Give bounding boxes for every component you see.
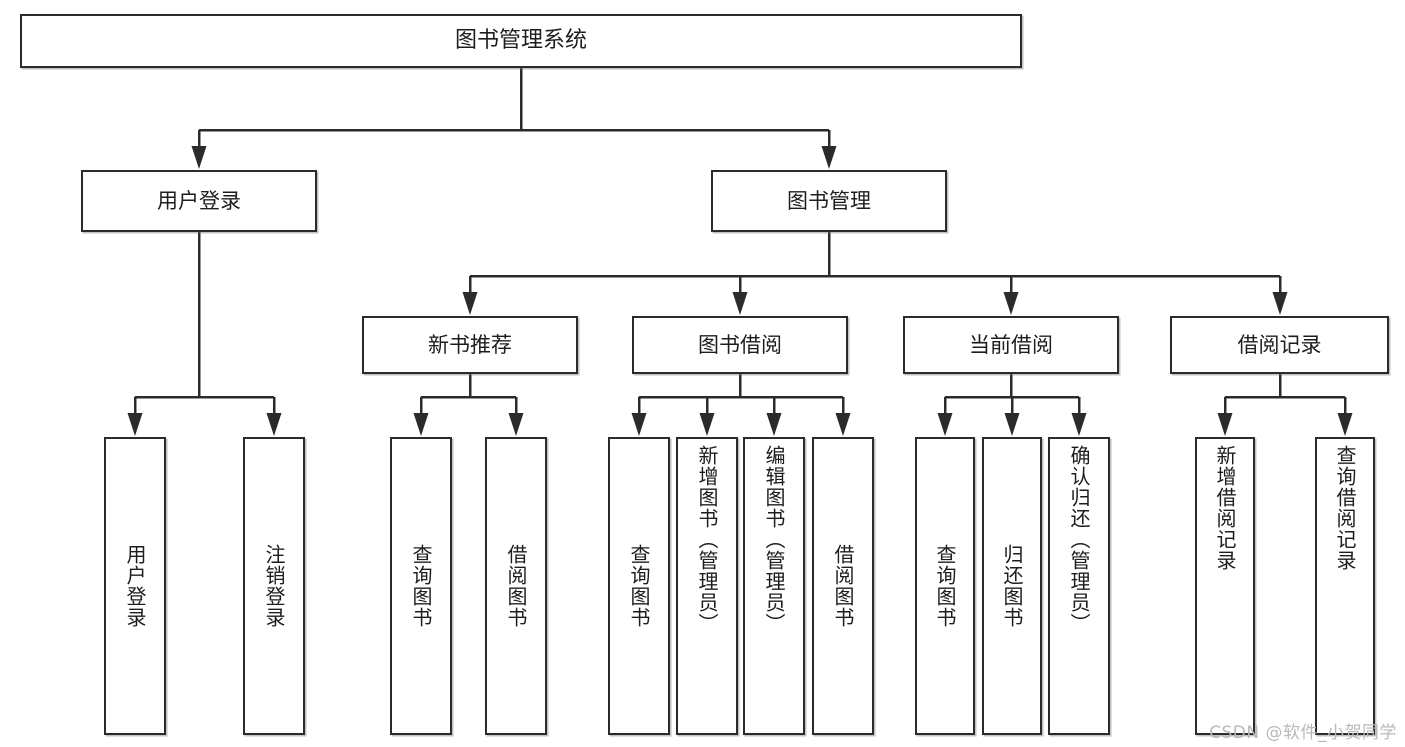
node-label: 注销登录: [262, 544, 286, 628]
edge-arrowhead: [1272, 292, 1288, 315]
edge-arrowhead: [699, 413, 715, 436]
node-root[interactable]: 图书管理系统: [20, 14, 1022, 68]
node-label: 查询图书: [627, 544, 651, 628]
watermark: CSDN @软件_小贺同学: [1209, 723, 1397, 743]
edge-arrowhead: [631, 413, 647, 436]
node-label: 编辑图书（管理员）: [762, 445, 786, 634]
edge-arrowhead: [835, 413, 851, 436]
edge-arrowhead: [1004, 413, 1020, 436]
node-label: 借阅图书: [831, 544, 855, 628]
node-leaf-add-book[interactable]: 新增图书（管理员）: [676, 437, 738, 735]
node-leaf-query-book-1[interactable]: 查询图书: [390, 437, 452, 735]
edge-arrowhead: [191, 146, 207, 169]
node-leaf-edit-book[interactable]: 编辑图书（管理员）: [743, 437, 805, 735]
node-label: 图书借阅: [698, 332, 782, 357]
node-label: 图书管理: [787, 188, 871, 213]
node-leaf-borrow-book-2[interactable]: 借阅图书: [812, 437, 874, 735]
node-book-borrow[interactable]: 图书借阅: [632, 316, 848, 374]
node-label: 新增图书（管理员）: [695, 445, 719, 634]
node-label: 图书管理系统: [454, 28, 587, 54]
edge-arrowhead: [937, 413, 953, 436]
edge-arrowhead: [1003, 292, 1019, 315]
node-label: 查询借阅记录: [1333, 445, 1357, 571]
edge-arrowhead: [127, 413, 143, 436]
node-user-login[interactable]: 用户登录: [81, 170, 317, 232]
node-leaf-return-book[interactable]: 归还图书: [982, 437, 1042, 735]
node-leaf-user-login[interactable]: 用户登录: [104, 437, 166, 735]
node-label: 借阅记录: [1237, 332, 1322, 357]
node-new-book-rec[interactable]: 新书推荐: [362, 316, 578, 374]
node-leaf-query-book-2[interactable]: 查询图书: [608, 437, 670, 735]
node-label: 归还图书: [1000, 544, 1024, 628]
node-leaf-query-record[interactable]: 查询借阅记录: [1315, 437, 1375, 735]
node-leaf-query-book-3[interactable]: 查询图书: [915, 437, 975, 735]
node-label: 新增借阅记录: [1213, 445, 1237, 571]
node-label: 查询图书: [409, 544, 433, 628]
edge-arrowhead: [462, 292, 478, 315]
edge-arrowhead: [1337, 413, 1353, 436]
node-leaf-logout[interactable]: 注销登录: [243, 437, 305, 735]
node-label: 用户登录: [157, 188, 241, 213]
node-leaf-confirm-return[interactable]: 确认归还（管理员）: [1048, 437, 1110, 735]
node-current-borrow[interactable]: 当前借阅: [903, 316, 1119, 374]
edge-arrowhead: [266, 413, 282, 436]
node-label: 借阅图书: [504, 544, 528, 628]
edge-arrowhead: [766, 413, 782, 436]
edge-arrowhead: [1071, 413, 1087, 436]
edge-arrowhead: [1217, 413, 1233, 436]
node-label: 查询图书: [933, 544, 957, 628]
node-label: 用户登录: [123, 544, 147, 628]
edge-arrowhead: [821, 146, 837, 169]
node-label: 当前借阅: [969, 332, 1053, 357]
node-leaf-borrow-book-1[interactable]: 借阅图书: [485, 437, 547, 735]
edge-arrowhead: [508, 413, 524, 436]
node-label: 确认归还（管理员）: [1067, 445, 1091, 634]
node-leaf-add-record[interactable]: 新增借阅记录: [1195, 437, 1255, 735]
node-label: 新书推荐: [428, 332, 512, 357]
node-borrow-record[interactable]: 借阅记录: [1170, 316, 1389, 374]
edge-arrowhead: [413, 413, 429, 436]
node-book-manage[interactable]: 图书管理: [711, 170, 947, 232]
edge-arrowhead: [732, 292, 748, 315]
